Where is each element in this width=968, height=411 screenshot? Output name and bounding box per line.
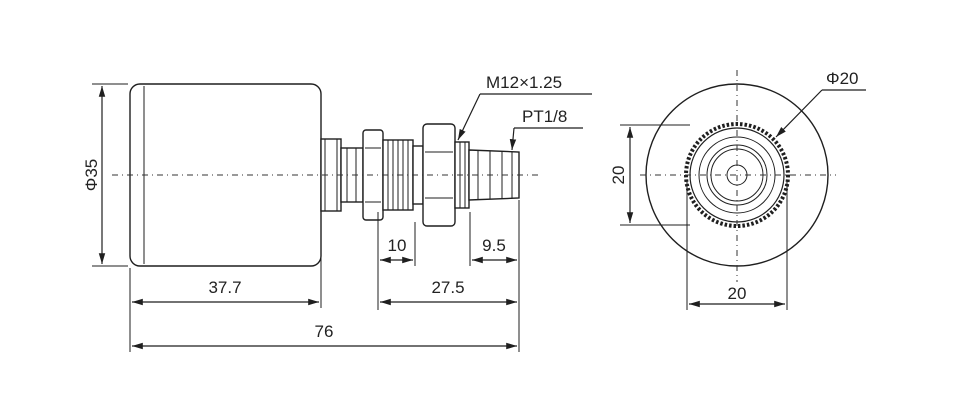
body-length-label: 37.7 [208, 278, 241, 297]
dim-end-width: 20 [686, 180, 788, 310]
bore-diameter-label: Φ20 [826, 69, 858, 88]
nut-width-label: 10 [388, 236, 407, 255]
dim-thread-leader: M12×1.25 [457, 73, 592, 141]
dim-body-diameter: Φ35 [82, 83, 128, 267]
hex-nut-2 [422, 123, 456, 227]
nozzle [468, 149, 520, 201]
body-diameter-label: Φ35 [82, 159, 101, 191]
dim-bore-diameter: Φ20 [775, 69, 866, 138]
end-width-label: 20 [728, 284, 747, 303]
fitting-length-label: 27.5 [431, 278, 464, 297]
end-height-label: 20 [609, 166, 628, 185]
nozzle-length-label: 9.5 [482, 236, 506, 255]
thread-label: M12×1.25 [486, 73, 562, 92]
dim-nozzle-length: 9.5 [469, 200, 520, 352]
dim-end-height: 20 [609, 124, 690, 226]
pipe-thread-label: PT1/8 [522, 107, 567, 126]
dim-nut-width: 10 [377, 212, 416, 310]
dim-overall-length: 76 [132, 322, 517, 350]
overall-length-label: 76 [315, 322, 334, 341]
side-view: Φ35 M12×1.25 PT1/8 10 9.5 [82, 73, 592, 352]
dim-pipe-thread-leader: PT1/8 [509, 107, 583, 151]
dim-body-length: 37.7 [129, 213, 322, 352]
dim-fitting-length: 27.5 [380, 278, 517, 306]
end-view: Φ20 20 20 [609, 69, 866, 310]
hex-nut-1 [362, 129, 384, 221]
